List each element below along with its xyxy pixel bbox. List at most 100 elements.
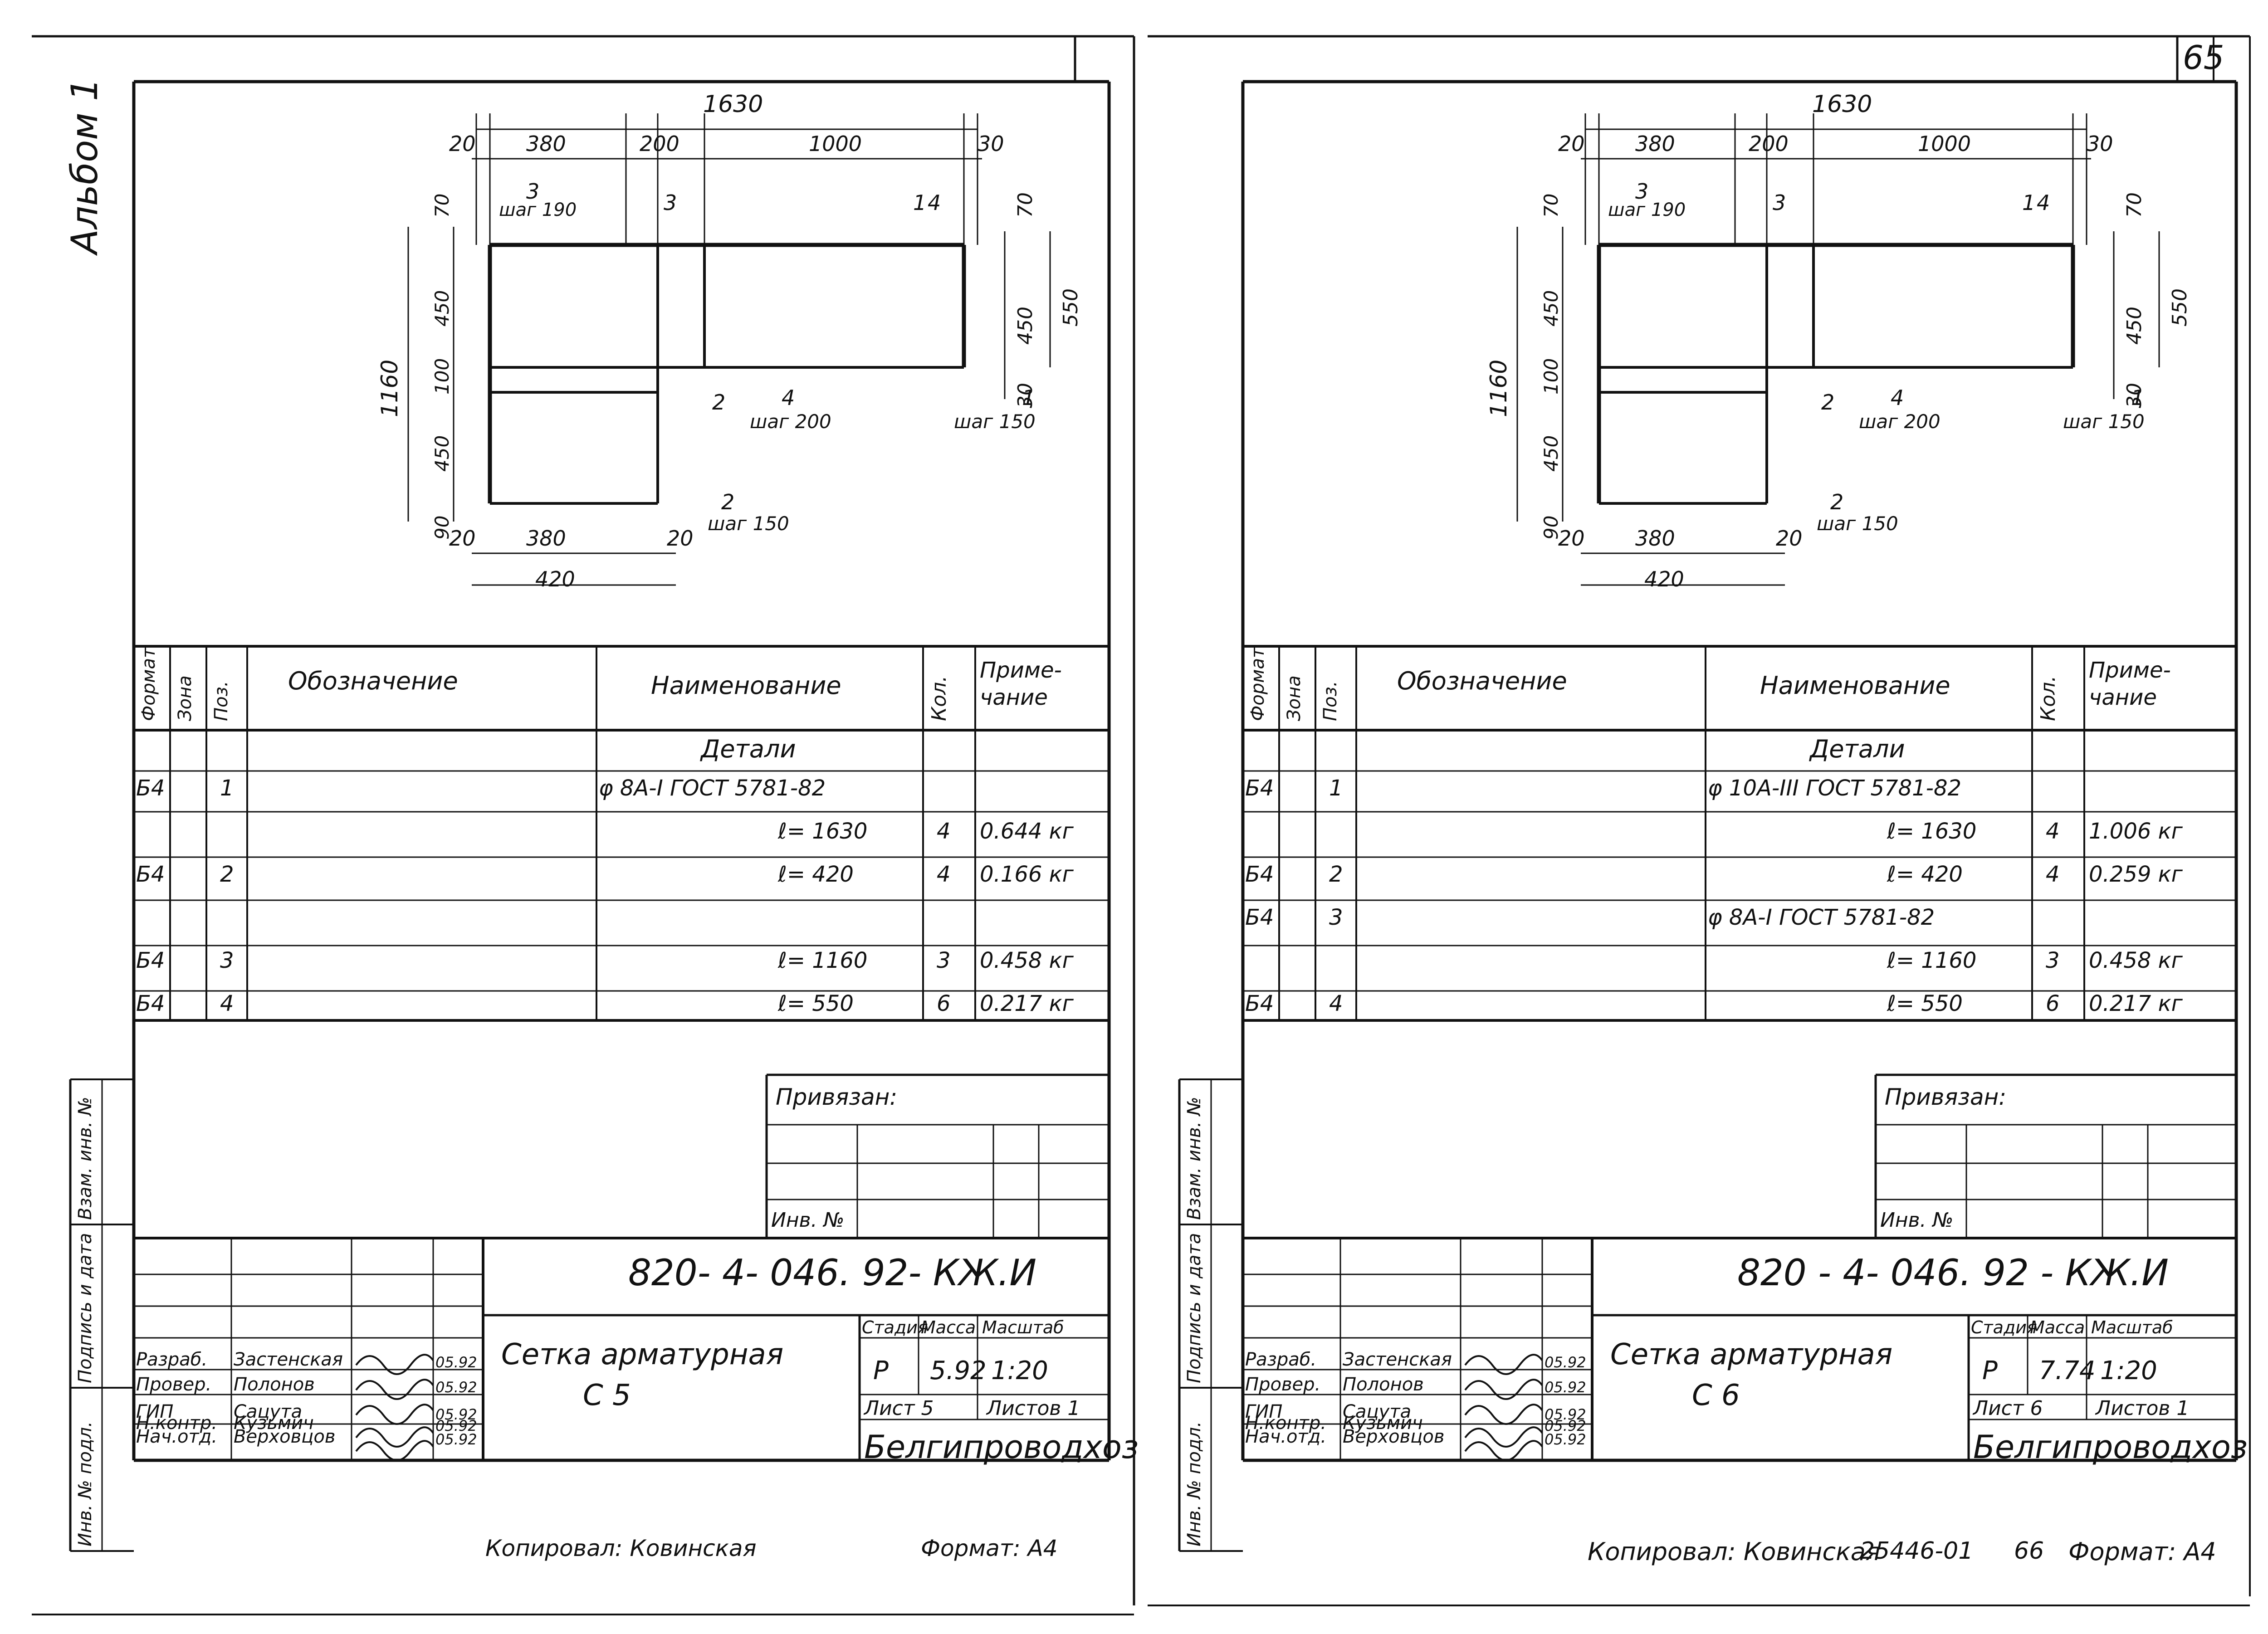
signature bbox=[355, 1404, 434, 1425]
row-qty: 3 bbox=[2046, 948, 2060, 973]
dim-380: 380 bbox=[526, 132, 566, 156]
sheet-title: Сетка арматурная bbox=[1610, 1338, 1893, 1371]
person-date: 05.92 bbox=[1545, 1417, 1586, 1434]
person-name: Полонов bbox=[234, 1374, 315, 1395]
massa: 7.74 bbox=[2039, 1356, 2096, 1385]
org-name: Белгипроводхоз bbox=[1973, 1429, 2248, 1466]
dim-30: 30 bbox=[978, 132, 1004, 156]
row-qty: 4 bbox=[2046, 862, 2060, 887]
row-note: 0.166 кг bbox=[980, 862, 1074, 887]
callout-2c: 2 bbox=[721, 490, 735, 514]
listov-label: Листов 1 bbox=[2096, 1397, 2190, 1420]
person-name: Застенская bbox=[234, 1349, 343, 1370]
row-format: Б4 bbox=[1245, 905, 1274, 930]
callout-1b: 1 bbox=[1022, 385, 1036, 410]
person-role: Провер. bbox=[1245, 1374, 1321, 1395]
doc-code: 820 - 4- 046. 92 - КЖ.И bbox=[1737, 1252, 2169, 1294]
scale: 1:20 bbox=[991, 1356, 1048, 1385]
person-role: ГИП bbox=[136, 1401, 174, 1422]
copy-num: 66 bbox=[2014, 1537, 2044, 1565]
row-pos: 1 bbox=[220, 776, 234, 801]
row-pos: 4 bbox=[220, 991, 234, 1016]
stadia-header: Стадия bbox=[862, 1317, 928, 1337]
row-qty: 6 bbox=[2046, 991, 2060, 1016]
hdr-oboz: Обозначение bbox=[288, 667, 458, 695]
dim-200: 200 bbox=[1749, 132, 1789, 156]
row-note: 0.217 кг bbox=[2089, 991, 2183, 1016]
sheet-graphics bbox=[69, 80, 1111, 1552]
signature bbox=[355, 1379, 434, 1400]
inv-no-label: Инв. № bbox=[1880, 1209, 1954, 1232]
signature bbox=[355, 1440, 434, 1461]
row-note: 0.644 кг bbox=[980, 819, 1074, 844]
person-date: 05.92 bbox=[1545, 1354, 1586, 1371]
massa-header: Масса bbox=[2030, 1317, 2085, 1337]
row-pos: 3 bbox=[1329, 905, 1343, 930]
dim-1000: 1000 bbox=[1918, 132, 1971, 156]
callout-2: 2 bbox=[1821, 390, 1835, 415]
callout-1: 1 bbox=[2022, 190, 2036, 215]
callout-3: 3 bbox=[526, 179, 540, 204]
person-date: 05.92 bbox=[1545, 1431, 1586, 1448]
row-note: 0.458 кг bbox=[980, 948, 1074, 973]
signature bbox=[1464, 1440, 1543, 1461]
row-pos: 2 bbox=[220, 862, 234, 887]
dim-20b2: 20 bbox=[667, 526, 694, 551]
signature bbox=[1464, 1426, 1543, 1448]
person-name: Верховцов bbox=[1343, 1426, 1445, 1447]
copy-note-right: Копировал: Ковинская bbox=[1588, 1537, 1881, 1566]
list-label: Лист 6 bbox=[1973, 1397, 2043, 1420]
row-qty: 4 bbox=[2046, 819, 2060, 844]
inv-no-label: Инв. № bbox=[771, 1209, 845, 1232]
dim-380b: 380 bbox=[1635, 526, 1675, 551]
person-role: Провер. bbox=[136, 1374, 212, 1395]
hdr-prim2: чание bbox=[980, 685, 1048, 710]
row-note: 0.259 кг bbox=[2089, 862, 2183, 887]
hdr-prim1: Приме- bbox=[980, 658, 1062, 683]
person-role: Нач.отд. bbox=[1245, 1426, 1327, 1447]
dim-20: 20 bbox=[449, 132, 476, 156]
row-format: Б4 bbox=[136, 991, 165, 1016]
dim-380b: 380 bbox=[526, 526, 566, 551]
callout-step150: шаг 150 bbox=[2063, 410, 2145, 433]
row-pos: 4 bbox=[1329, 991, 1343, 1016]
person-name: Верховцов bbox=[234, 1426, 336, 1447]
callout-step150b: шаг 150 bbox=[708, 512, 789, 535]
callout-step190: шаг 190 bbox=[499, 200, 577, 220]
sheet-graphics bbox=[1178, 80, 2238, 1552]
row-name: ℓ= 420 bbox=[1887, 862, 1963, 887]
list-label: Лист 5 bbox=[864, 1397, 934, 1420]
row-format: Б4 bbox=[1245, 862, 1274, 887]
callout-step150b: шаг 150 bbox=[1817, 512, 1898, 535]
callout-step150: шаг 150 bbox=[954, 410, 1036, 433]
signature bbox=[1464, 1379, 1543, 1400]
row-format: Б4 bbox=[1245, 991, 1274, 1016]
massa-header: Масса bbox=[921, 1317, 976, 1337]
hdr-prim1: Приме- bbox=[2089, 658, 2171, 683]
callout-step190: шаг 190 bbox=[1608, 200, 1686, 220]
person-date: 05.92 bbox=[435, 1417, 477, 1434]
format-right: Формат: А4 bbox=[2068, 1537, 2216, 1566]
person-name: Кузьмич bbox=[234, 1413, 314, 1434]
signature bbox=[355, 1426, 434, 1448]
callout-4b: 4 bbox=[1891, 385, 1904, 410]
row-name: φ 8А-I ГОСТ 5781-82 bbox=[599, 776, 826, 801]
row-format: Б4 bbox=[1245, 776, 1274, 801]
hdr-oboz: Обозначение bbox=[1397, 667, 1567, 695]
callout-1: 1 bbox=[913, 190, 927, 215]
sheet-title2: С 6 bbox=[1692, 1379, 1740, 1412]
row-note: 0.217 кг bbox=[980, 991, 1074, 1016]
row-qty: 6 bbox=[937, 991, 951, 1016]
row-name: ℓ= 1160 bbox=[1887, 948, 1977, 973]
person-role: Нач.отд. bbox=[136, 1426, 218, 1447]
dim-20b2: 20 bbox=[1776, 526, 1803, 551]
listov-label: Листов 1 bbox=[987, 1397, 1080, 1420]
row-qty: 4 bbox=[937, 819, 951, 844]
stadia: Р bbox=[873, 1356, 889, 1385]
spec-section: Детали bbox=[1810, 735, 1905, 763]
callout-step200: шаг 200 bbox=[1859, 410, 1941, 433]
dim-200: 200 bbox=[640, 132, 679, 156]
dim-420: 420 bbox=[535, 567, 575, 591]
privyazan-label: Привязан: bbox=[1885, 1084, 2007, 1110]
